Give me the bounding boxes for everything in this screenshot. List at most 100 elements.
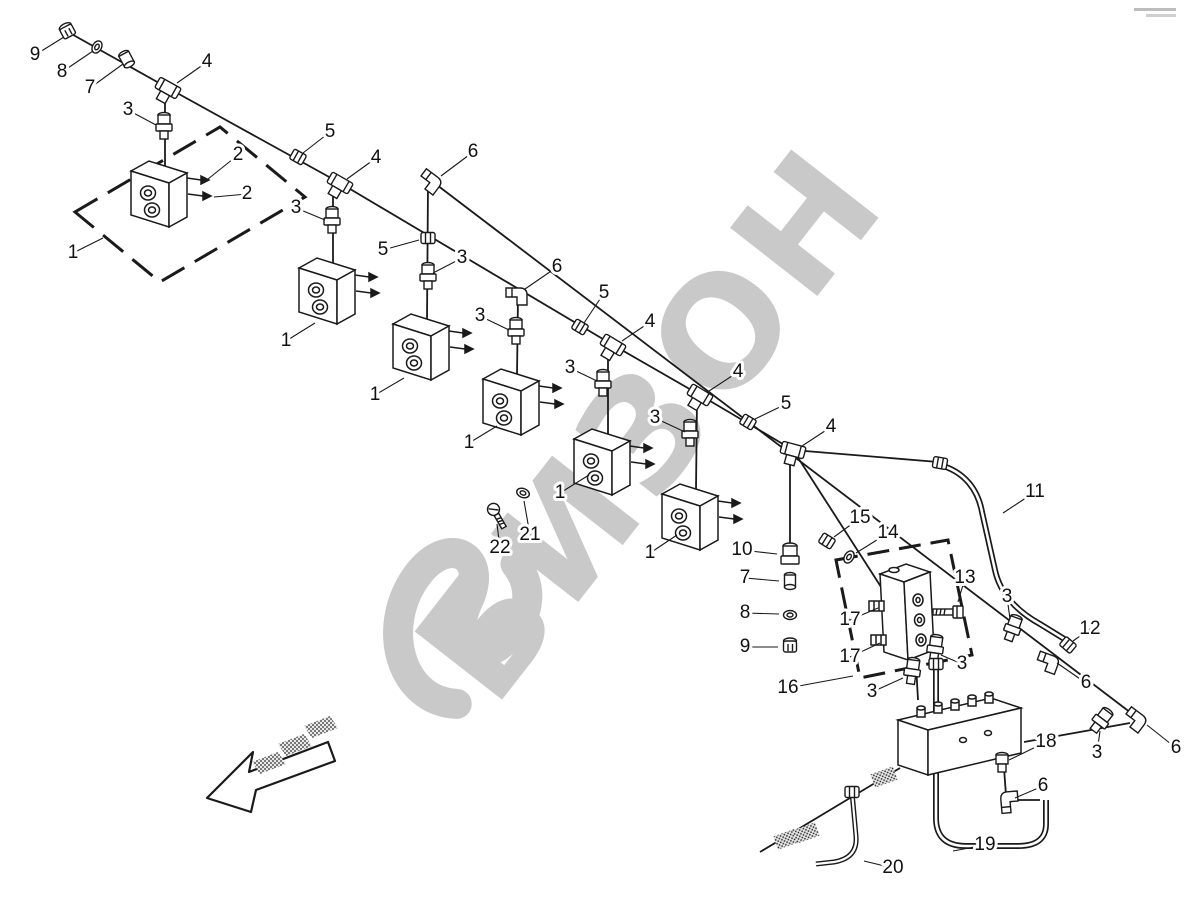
part-label-8: 8 (57, 61, 68, 82)
leader-line (741, 549, 778, 555)
f10-part (780, 542, 800, 565)
leader-line (621, 321, 651, 342)
leader-line (61, 50, 94, 73)
swivel-part (323, 205, 341, 234)
part-label-18: 18 (1035, 731, 1056, 752)
swivel-part (155, 111, 173, 140)
part-label-5: 5 (325, 121, 336, 142)
leader-line (1072, 628, 1091, 642)
part-label-3: 3 (475, 305, 486, 326)
part-label-20: 20 (882, 857, 903, 878)
leader-line (295, 207, 326, 221)
leader-line (34, 36, 65, 56)
leader-line (654, 417, 686, 433)
leader-line (523, 500, 531, 536)
nut-part (817, 531, 837, 551)
arrow-outline (205, 740, 337, 814)
leader-line (496, 523, 501, 549)
part-label-3: 3 (650, 407, 661, 428)
leader-line (213, 193, 248, 198)
leader-line (1014, 785, 1044, 799)
nut-part (420, 231, 436, 245)
plug-part (783, 571, 797, 591)
part-label-6: 6 (552, 256, 563, 277)
part-label-3: 3 (565, 357, 576, 378)
leader-line (1146, 724, 1177, 749)
leader-line (479, 315, 510, 331)
leader-line (801, 426, 832, 447)
tube-11 (939, 462, 1068, 643)
part-label-4: 4 (202, 51, 213, 72)
part-label-11: 11 (1025, 481, 1045, 502)
fitting-17b (870, 634, 887, 646)
leader-line (524, 266, 558, 290)
part-label-1: 1 (370, 384, 381, 405)
leader-line (871, 677, 904, 693)
tube-19 (933, 664, 1049, 849)
leader-line (863, 860, 894, 869)
direction-arrow (205, 716, 338, 814)
part-label-4: 4 (371, 147, 382, 168)
part-label-3: 3 (123, 99, 134, 120)
dashed-box-distributor (834, 538, 974, 680)
part-label-5: 5 (378, 239, 389, 260)
elbow-part (1033, 650, 1061, 676)
elbow-part (505, 287, 528, 306)
part-label-3: 3 (291, 197, 302, 218)
leader-line (89, 63, 124, 89)
hatched-chevron-1 (252, 752, 286, 774)
leader-line (754, 403, 787, 420)
leader-line (849, 607, 879, 621)
nut-part (931, 455, 949, 471)
leader-line (833, 517, 861, 538)
swivel-part (419, 261, 437, 290)
leader-line (559, 474, 590, 494)
part-label-1: 1 (68, 242, 79, 263)
leader-line (849, 642, 881, 658)
part-label-10: 10 (731, 539, 752, 560)
part-label-5: 5 (781, 393, 792, 414)
leader-line (1008, 741, 1047, 761)
leader-line (468, 425, 498, 444)
nut-part (844, 785, 860, 799)
valve-part (298, 257, 380, 325)
part-label-2: 2 (242, 183, 253, 204)
hatch-part (792, 822, 820, 844)
part-label-1: 1 (464, 432, 475, 453)
leader-line (957, 577, 966, 603)
watermark: БИЗОН (382, 114, 920, 733)
part-label-9: 9 (30, 44, 41, 65)
part-label-6: 6 (1038, 775, 1049, 796)
part-label-1: 1 (645, 542, 656, 563)
part-label-4: 4 (733, 361, 744, 382)
part-label-5: 5 (599, 282, 610, 303)
dashed-box-valve-group (72, 125, 308, 284)
hatch-part (870, 766, 898, 788)
leader-line (952, 844, 986, 852)
leader-line (1096, 730, 1101, 754)
distributor-block (868, 563, 935, 662)
part-label-7: 7 (85, 77, 96, 98)
leader-line (855, 532, 889, 554)
capnut-part (782, 637, 798, 653)
part-label-8: 8 (740, 602, 751, 623)
swivel-part (901, 655, 923, 686)
part-label-21: 21 (519, 524, 540, 545)
part-label-12: 12 (1079, 618, 1100, 639)
leader-line (1002, 491, 1036, 514)
leader-line (569, 367, 598, 382)
part-label-6: 6 (1171, 737, 1182, 758)
watermark-logo-swoosh (383, 538, 543, 719)
capnut-part (57, 20, 77, 41)
part-label-13: 13 (954, 567, 975, 588)
part-label-4: 4 (826, 416, 837, 437)
leader-line (127, 109, 157, 126)
leader-line (72, 237, 104, 254)
leader-line (583, 292, 605, 324)
pipework (67, 8, 1176, 867)
elbow-part (1120, 706, 1149, 734)
leader-line (440, 151, 474, 177)
tube-20 (815, 791, 859, 867)
part-label-16: 16 (777, 677, 798, 698)
